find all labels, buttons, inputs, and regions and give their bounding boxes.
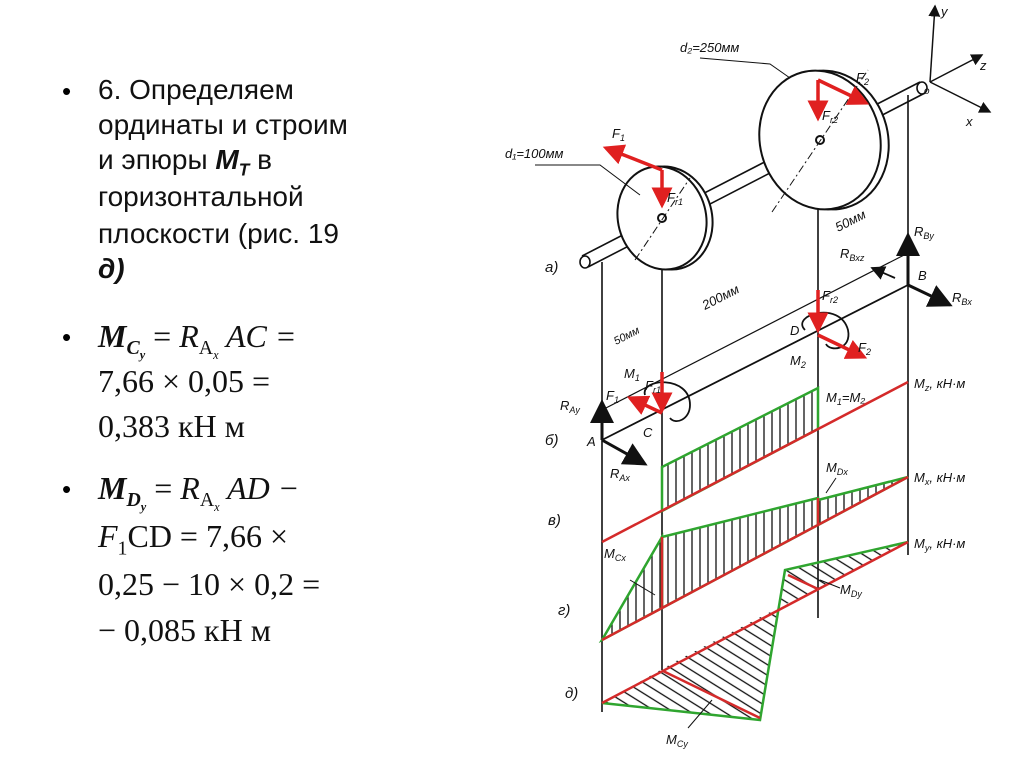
gear-wheel-2 xyxy=(758,69,890,211)
text: и эпюры xyxy=(98,144,216,175)
svg-text:C: C xyxy=(643,425,653,440)
beam-scheme xyxy=(590,232,953,466)
coordinate-axes xyxy=(928,4,992,113)
sub: Cy xyxy=(126,337,146,363)
force-f1-label: F1 xyxy=(612,126,625,143)
part-g-label: г) xyxy=(558,602,570,619)
intro-line: плоскости (рис. 19 xyxy=(98,218,340,249)
sub: Dy xyxy=(126,489,147,515)
intro-line: горизонтальной xyxy=(98,181,304,212)
intro-line: ординаты и строим xyxy=(98,109,348,140)
sub: Ax xyxy=(198,337,219,363)
m-cy-label: MCy xyxy=(666,732,688,749)
formula-line: − 0,085 кН м xyxy=(98,612,271,648)
ss: x xyxy=(213,348,219,363)
moment-subscript: T xyxy=(238,159,250,180)
s: A xyxy=(198,337,214,360)
svg-text:M2: M2 xyxy=(790,353,806,370)
svg-text:RAy: RAy xyxy=(560,398,580,415)
r: R xyxy=(180,470,200,506)
force-fr2-label: Fr2 xyxy=(822,108,838,125)
ss: y xyxy=(140,500,147,515)
svg-text:F1: F1 xyxy=(606,388,619,405)
svg-text:RBxz: RBxz xyxy=(840,246,865,263)
ss: x xyxy=(214,500,220,515)
axis-z-label: z xyxy=(979,58,987,73)
svg-text:Fr1: Fr1 xyxy=(645,378,661,395)
m-dy-label: MDy xyxy=(840,582,862,599)
svg-text:Fr2: Fr2 xyxy=(822,288,838,305)
axis-origin-label: o xyxy=(924,86,930,97)
formula-line: 0,383 кН м xyxy=(98,408,245,444)
d1-leader xyxy=(535,164,641,196)
scheme-labels: RBy RBxz B RBx D Fr2 F2 M2 M1 Fr1 F1 RAy… xyxy=(545,224,972,483)
wheel-1-diameter xyxy=(634,177,691,261)
bullet-dot: • xyxy=(62,322,72,352)
f: F xyxy=(98,518,118,554)
part-v-label: в) xyxy=(548,512,561,529)
sub: Ax xyxy=(199,489,220,515)
force-f2-label: F2 xyxy=(856,70,869,87)
seg: AD − xyxy=(219,470,300,506)
formula-line: F1CD = 7,66 × xyxy=(98,518,288,560)
s: A xyxy=(199,489,215,512)
svg-text:B: B xyxy=(918,268,927,283)
wheel-2-diameter xyxy=(771,69,869,213)
r: R xyxy=(179,318,199,354)
dim-50-left: 50мм xyxy=(612,324,642,347)
formula-line: 0,25 − 10 × 0,2 = xyxy=(98,566,321,602)
svg-text:б): б) xyxy=(545,432,558,449)
d2-leader xyxy=(699,57,791,79)
axis-x-label: x xyxy=(965,114,973,129)
svg-text:RBx: RBx xyxy=(952,290,972,307)
svg-text:RBy: RBy xyxy=(914,224,934,241)
seg: AC = xyxy=(218,318,297,354)
dim-200: 200мм xyxy=(699,281,742,313)
epure-mx xyxy=(598,475,909,644)
eq: = xyxy=(145,318,180,354)
m: M xyxy=(98,318,127,354)
svg-text:M1: M1 xyxy=(624,366,640,383)
scheme-forces xyxy=(626,290,868,415)
mx-axis-label: Mx, кН·м xyxy=(914,470,965,487)
intro-line: д) xyxy=(98,253,125,284)
d2-label: d₂=250мм xyxy=(680,40,739,55)
m-cx-label: MCx xyxy=(604,546,626,563)
part-a-label: а) xyxy=(545,259,558,276)
svg-text:D: D xyxy=(790,323,799,338)
top-forces xyxy=(602,78,870,209)
d1-label: d₁=100мм xyxy=(505,146,564,161)
mz-axis-label: Mz, кН·м xyxy=(914,376,965,393)
axis-y-label: y xyxy=(940,4,949,19)
m1-m2-label: M1=M₂ xyxy=(826,390,865,407)
svg-text:RAx: RAx xyxy=(610,466,630,483)
dim-50-right: 50мм xyxy=(833,207,869,235)
force-fr1-label: Fr1 xyxy=(667,190,683,207)
intro-line: и эпюры MT в xyxy=(98,144,272,181)
s: C xyxy=(126,337,140,360)
epure-my xyxy=(601,540,909,729)
bullet-dot: • xyxy=(62,76,72,106)
bullet-dot: • xyxy=(62,474,72,504)
formula-line: MCy = RAx AC = xyxy=(98,318,296,363)
ss: y xyxy=(139,348,146,363)
s: D xyxy=(126,489,141,512)
fsub: 1 xyxy=(117,537,128,560)
part-d-label: д) xyxy=(565,685,578,702)
text: в xyxy=(249,144,272,175)
moment-symbol: M xyxy=(215,144,239,175)
rest: CD = 7,66 × xyxy=(127,518,289,554)
m: M xyxy=(98,470,127,506)
gear-wheel-1 xyxy=(616,165,714,271)
svg-text:A: A xyxy=(586,434,596,449)
formula-line: 7,66 × 0,05 = xyxy=(98,363,271,399)
svg-text:F2: F2 xyxy=(858,340,871,357)
formula-line: MDy = RAx AD − xyxy=(98,470,299,515)
eq: = xyxy=(146,470,181,506)
my-axis-label: My, кН·м xyxy=(914,536,965,553)
m-dx-label: MDx xyxy=(826,460,848,477)
intro-line: 6. Определяем xyxy=(98,74,294,105)
epure-mz xyxy=(601,380,909,544)
